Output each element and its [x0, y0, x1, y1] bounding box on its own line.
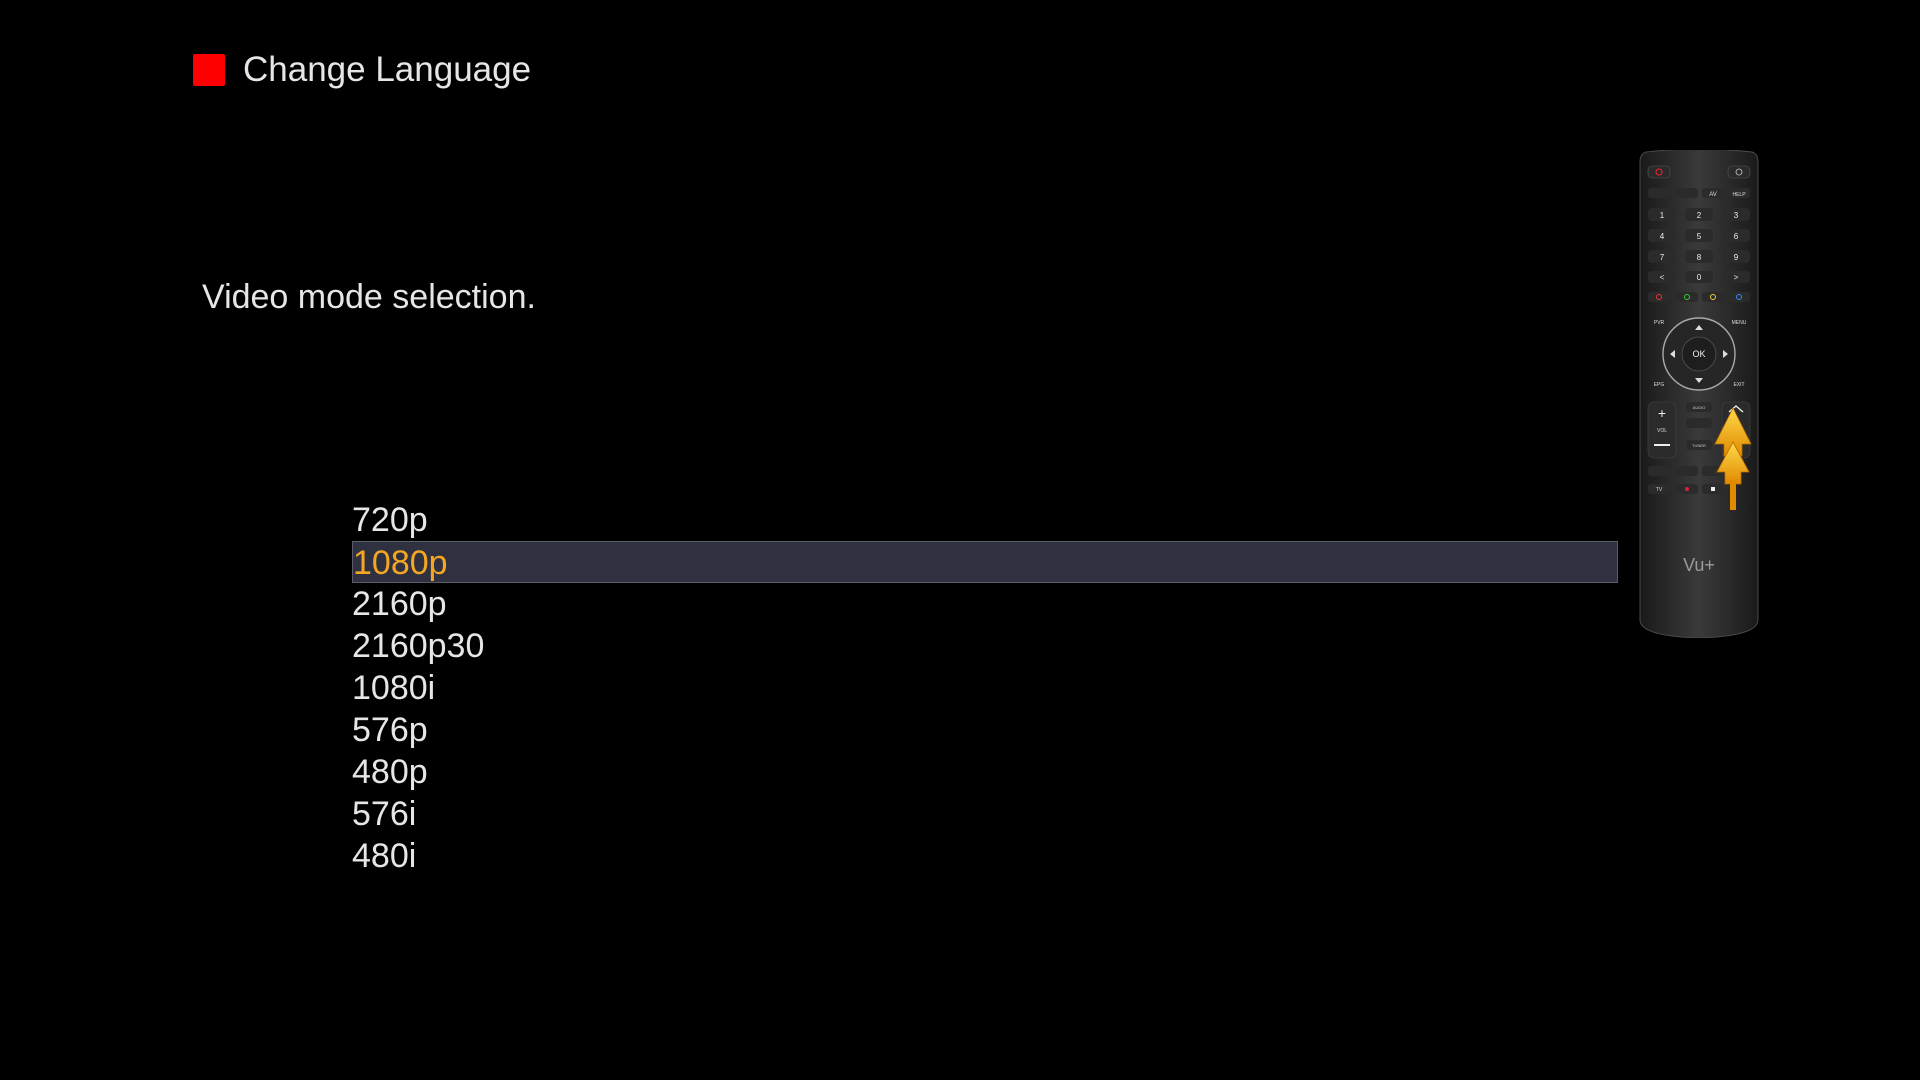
remote-key-1: 1	[1660, 211, 1665, 220]
mode-option-2160p[interactable]: 2160p	[352, 585, 447, 623]
remote-key-2: 2	[1697, 211, 1702, 220]
mode-option-576p[interactable]: 576p	[352, 711, 428, 749]
mode-option-1080i[interactable]: 1080i	[352, 669, 436, 707]
remote-audio-label: AUDIO	[1693, 405, 1706, 410]
mode-option-480i[interactable]: 480i	[352, 837, 417, 875]
remote-exit-label: EXIT	[1733, 382, 1744, 388]
remote-av-label: AV	[1709, 192, 1717, 198]
svg-text:+: +	[1658, 405, 1666, 421]
remote-key-4: 4	[1660, 232, 1665, 241]
remote-key-9: 9	[1734, 253, 1739, 262]
remote-epg-label: EPG	[1654, 382, 1665, 388]
mode-option-2160p30[interactable]: 2160p30	[352, 627, 485, 665]
remote-key-3: 3	[1734, 211, 1739, 220]
remote-vol-label: VOL	[1657, 428, 1667, 434]
remote-pvr-label: PVR	[1654, 320, 1665, 326]
up-arrow-icon	[1714, 407, 1752, 510]
remote-key-6: 6	[1734, 232, 1739, 241]
remote-menu-label: MENU	[1732, 320, 1747, 326]
mode-option-576i[interactable]: 576i	[352, 795, 417, 833]
remote-key-5: 5	[1697, 232, 1702, 241]
remote-help-label: HELP	[1732, 192, 1746, 198]
remote-key-prev: <	[1660, 273, 1665, 282]
remote-control-icon: AV HELP 1 2 3 4 5 6 7 8 9 <	[1639, 150, 1759, 638]
mode-option-720p[interactable]: 720p	[352, 501, 428, 539]
change-language-label: Change Language	[243, 50, 532, 89]
remote-tv-label: TV	[1656, 487, 1663, 493]
mode-option-1080p-selected[interactable]: 1080p	[352, 541, 1618, 583]
page-title: Video mode selection.	[202, 278, 536, 316]
change-language-hint[interactable]: Change Language	[193, 50, 531, 90]
mode-option-480p[interactable]: 480p	[352, 753, 428, 791]
remote-tuner-label: TUNER	[1692, 443, 1706, 448]
remote-ok-label: OK	[1692, 349, 1705, 359]
video-mode-list[interactable]: 720p 1080p 2160p 2160p30 1080i 576p 480p…	[352, 499, 1618, 877]
remote-key-8: 8	[1697, 253, 1702, 262]
remote-key-7: 7	[1660, 253, 1665, 262]
red-button-icon	[193, 54, 225, 86]
remote-brand-label: Vu+	[1683, 555, 1715, 575]
remote-key-0: 0	[1697, 273, 1702, 282]
remote-key-next: >	[1734, 273, 1739, 282]
